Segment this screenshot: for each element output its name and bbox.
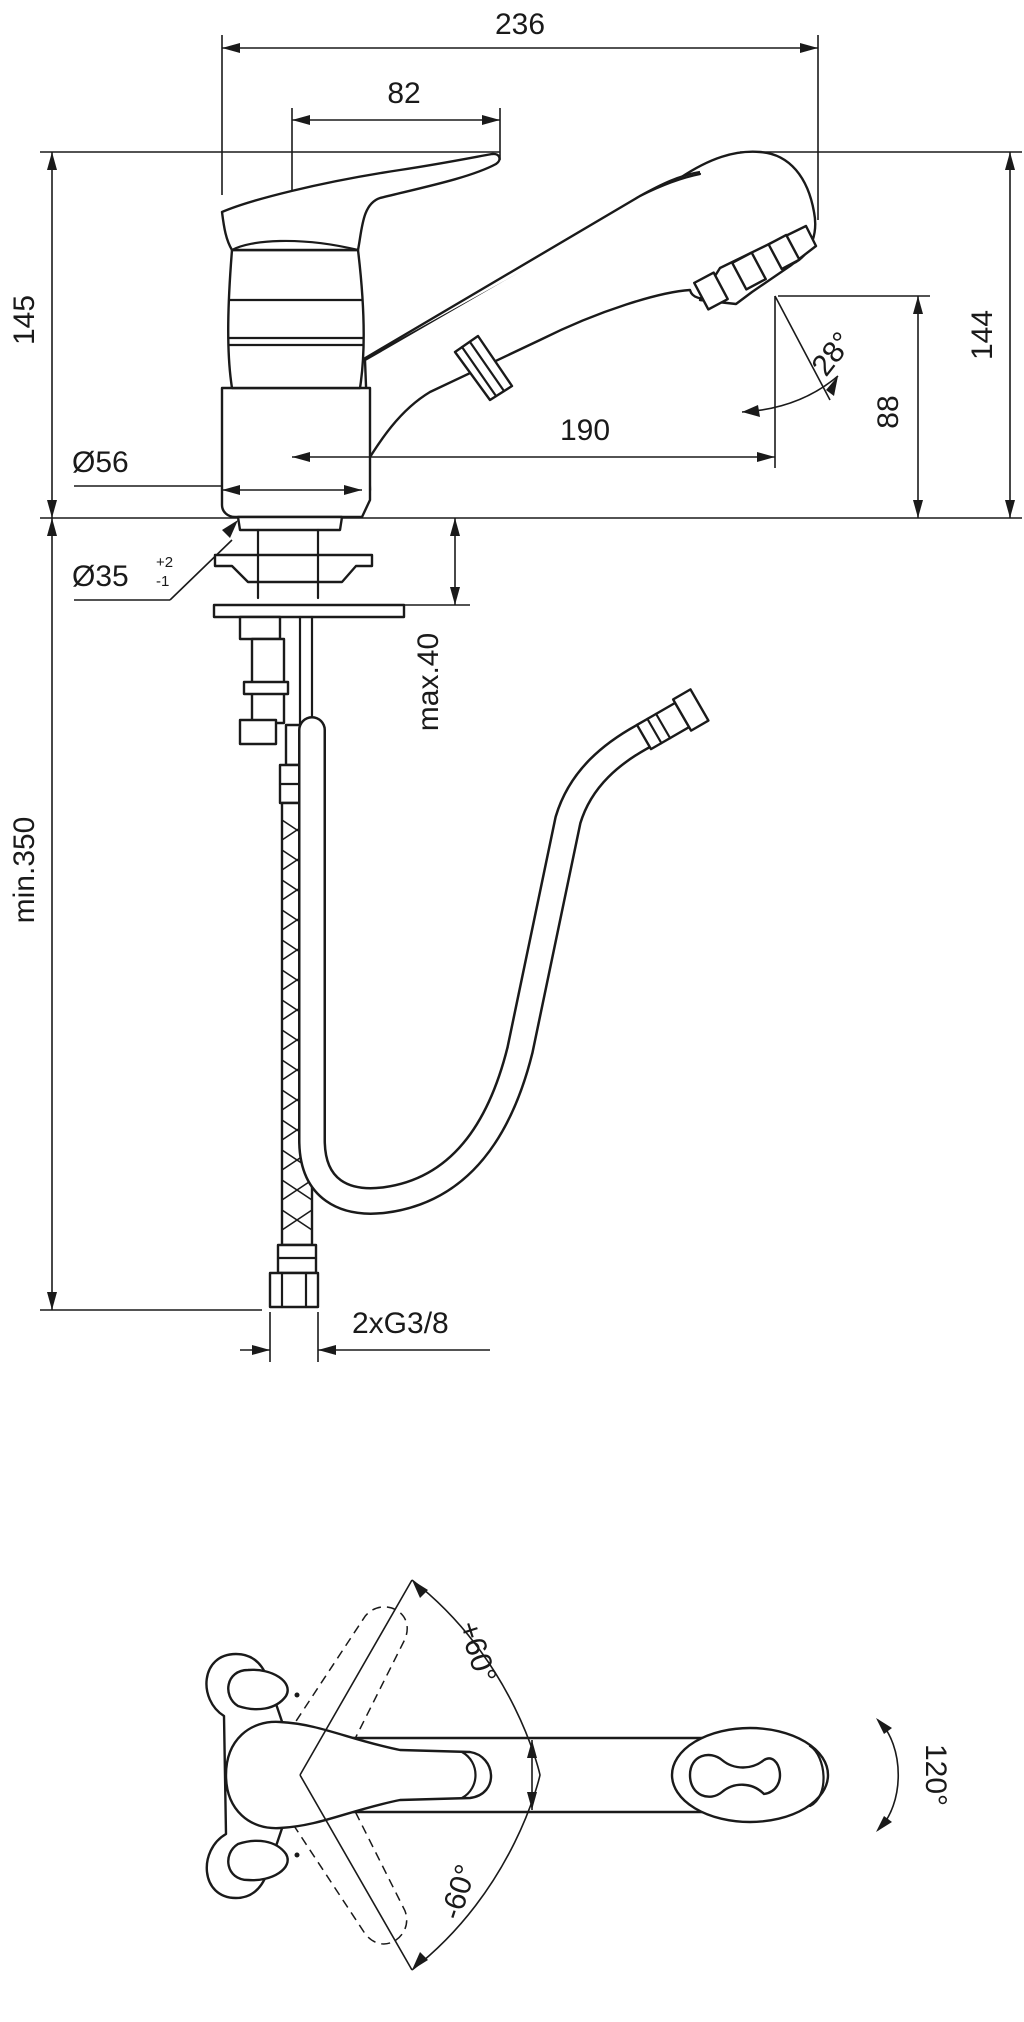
dim-spout-height: 88 bbox=[872, 395, 905, 428]
dim-spout-swivel: 120° bbox=[919, 1744, 952, 1806]
dim-total-length: 236 bbox=[495, 8, 545, 41]
dim-lever-angle-minus: -60° bbox=[435, 1861, 483, 1924]
dim-hole-tolerance-upper: +2 bbox=[156, 554, 173, 571]
dim-lever-angle-plus: +60° bbox=[452, 1617, 503, 1687]
dim-spout-angle: 28° bbox=[806, 326, 860, 382]
dim-hole-tolerance-lower: -1 bbox=[156, 573, 169, 590]
faucet-top-view bbox=[205, 1579, 900, 1971]
dim-height-right: 144 bbox=[966, 310, 999, 360]
dim-deck-thickness: max.40 bbox=[412, 633, 445, 731]
dim-height-left: 145 bbox=[8, 295, 41, 345]
dim-hose-length: min.350 bbox=[8, 817, 41, 924]
dim-hole-diameter: Ø35 bbox=[72, 560, 129, 593]
dimension-lines bbox=[47, 43, 1015, 1362]
dim-spout-reach: 190 bbox=[560, 414, 610, 447]
dim-handle-offset: 82 bbox=[387, 77, 420, 110]
dim-base-diameter: Ø56 bbox=[72, 446, 129, 479]
faucet-side-view bbox=[40, 35, 1022, 1311]
dim-connection: 2xG3/8 bbox=[352, 1307, 449, 1340]
